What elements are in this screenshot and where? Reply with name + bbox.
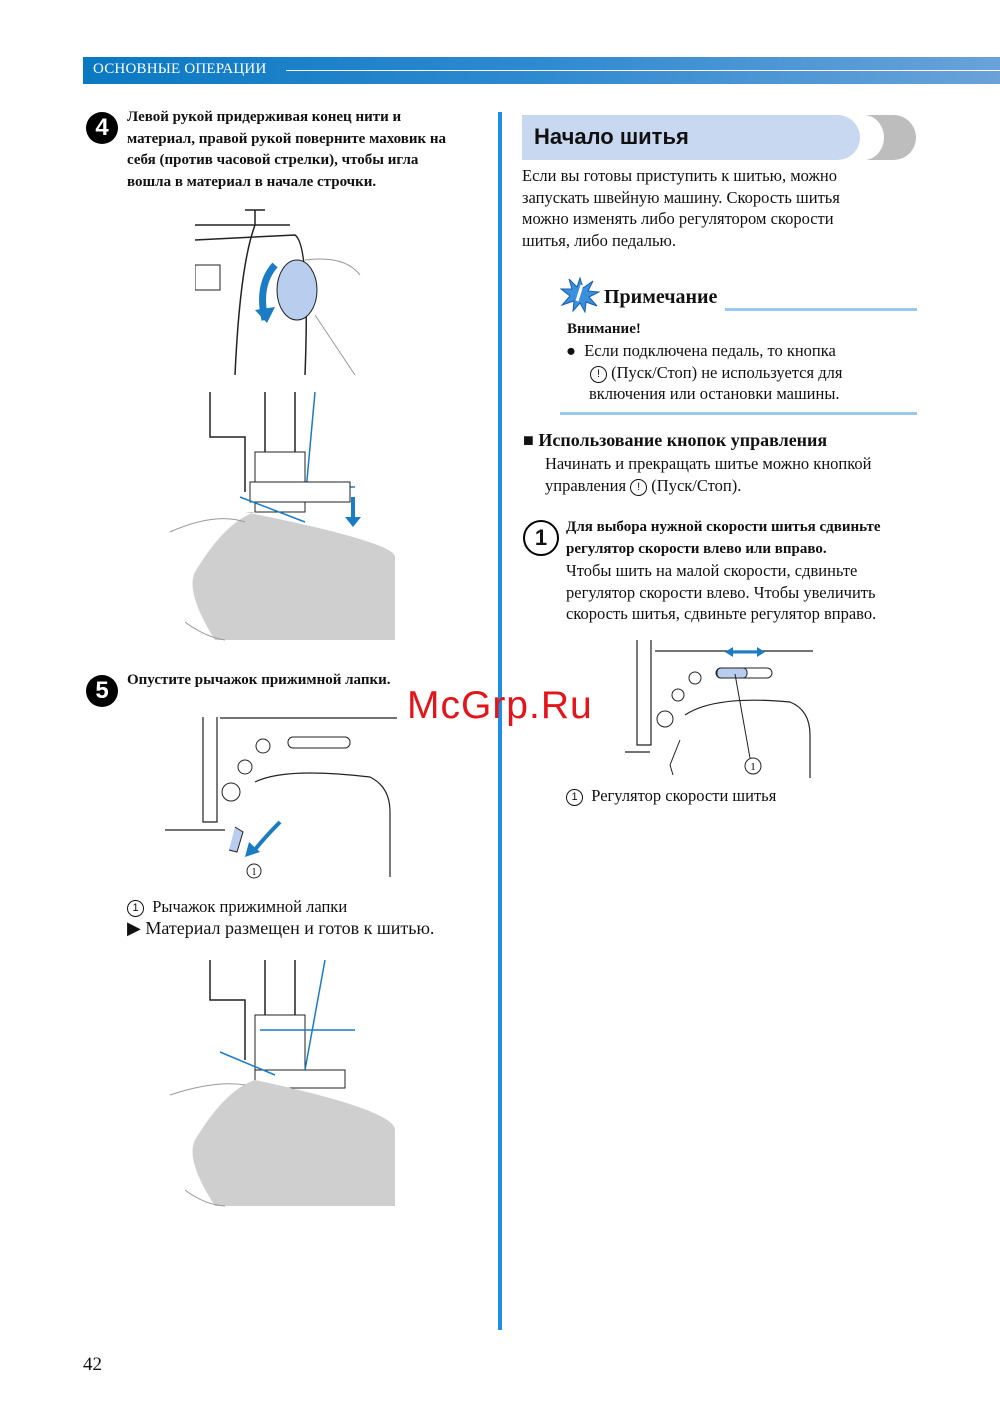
section-title-box: Начало шитья <box>522 115 860 160</box>
result-text: ▶ Материал размещен и готов к шитью. <box>127 916 434 940</box>
square-bullet-icon: ■ <box>523 430 534 450</box>
note-warning: Внимание! <box>567 321 641 337</box>
text-line: шитья, либо педалью. <box>522 230 676 250</box>
result-arrow-icon: ▶ <box>127 918 141 938</box>
text-line: скорость шитья, сдвиньте регулятор вправ… <box>566 604 877 623</box>
result-label: Материал размещен и готов к шитью. <box>145 918 435 938</box>
note-bottom-rule <box>560 412 917 415</box>
step-1-text: Для выбора нужной скорости шитья сдвиньт… <box>566 517 881 625</box>
text-line: себя (против часовой стрелки), чтобы игл… <box>127 152 419 168</box>
text-line: вошла в материал в начале строчки. <box>127 173 377 190</box>
step-4-badge: 4 <box>86 112 118 144</box>
presser-foot-lever-illustration: 1 <box>165 717 397 879</box>
note-bullet-text: ● Если подключена педаль, то кнопка ! (П… <box>566 340 842 405</box>
text-line: Для выбора нужной скорости шитья сдвиньт… <box>566 519 881 535</box>
page-number: 42 <box>83 1354 102 1375</box>
figure-callout: 1 <box>252 867 257 878</box>
figure-callout: 1 <box>750 761 756 773</box>
note-title: Примечание <box>604 286 718 308</box>
text-line: Начинать и прекращать шитье можно кнопко… <box>545 454 872 473</box>
needle-fabric-ready-illustration <box>169 960 395 1207</box>
page-title: Начало шитья <box>534 124 689 149</box>
header-rule <box>286 70 1000 71</box>
speed-slider-illustration: 1 <box>625 640 813 778</box>
caption-text: Рычажок прижимной лапки <box>152 897 348 916</box>
intro-paragraph: Если вы готовы приступить к шитью, можно… <box>522 165 840 251</box>
subsection-heading: ■ Использование кнопок управления <box>523 430 827 451</box>
start-stop-icon: ! <box>630 478 648 496</box>
note-burst-icon <box>560 277 600 313</box>
callout-number: 1 <box>566 789 583 806</box>
text-line: управления <box>545 475 627 495</box>
text-line: Левой рукой придерживая конец нити и <box>127 109 402 125</box>
figure-caption: 1 Рычажок прижимной лапки <box>127 896 347 918</box>
note-top-rule <box>725 308 917 311</box>
subsection-text: Начинать и прекращать шитье можно кнопко… <box>545 453 872 496</box>
section-title: ОСНОВНЫЕ ОПЕРАЦИИ <box>93 61 267 77</box>
watermark: McGrp.Ru <box>407 684 593 727</box>
text-line: можно изменять либо регулятором скорости <box>522 209 834 228</box>
text-line: регулятор скорости влево. Чтобы увеличит… <box>566 582 876 602</box>
text-line: регулятор скорости влево или вправо. <box>566 540 827 557</box>
text-line: Если вы готовы приступить к шитью, можно <box>522 166 837 185</box>
text-line: Чтобы шить на малой скорости, сдвиньте <box>566 561 858 580</box>
bullet-icon: ● <box>566 341 576 360</box>
callout-number: 1 <box>127 900 144 917</box>
step-1-badge: 1 <box>523 520 559 556</box>
text-line: Если подключена педаль, то кнопка <box>584 341 836 360</box>
subsection-title: Использование кнопок управления <box>538 430 828 450</box>
handwheel-illustration <box>195 209 361 375</box>
step-5-badge: 5 <box>86 675 118 707</box>
needle-fabric-illustration <box>169 392 395 641</box>
start-stop-icon: ! <box>590 365 607 383</box>
title-decoration <box>866 115 916 160</box>
figure-caption: 1 Регулятор скорости шитья <box>566 785 776 807</box>
step-5-text: Опустите рычажок прижимной лапки. <box>127 672 391 688</box>
text-line: включения или остановки машины. <box>589 384 840 403</box>
text-line: (Пуск/Стоп) не используется для <box>611 362 843 382</box>
step-4-text: Левой рукой придерживая конец нити и мат… <box>127 107 446 193</box>
caption-text: Регулятор скорости шитья <box>591 786 777 805</box>
text-line: материал, правой рукой поверните маховик… <box>127 130 447 147</box>
text-line: (Пуск/Стоп). <box>651 475 742 495</box>
column-divider <box>498 112 502 1330</box>
section-header-bar: ОСНОВНЫЕ ОПЕРАЦИИ <box>83 57 1000 84</box>
text-line: запускать швейную машину. Скорость шитья <box>522 187 840 207</box>
